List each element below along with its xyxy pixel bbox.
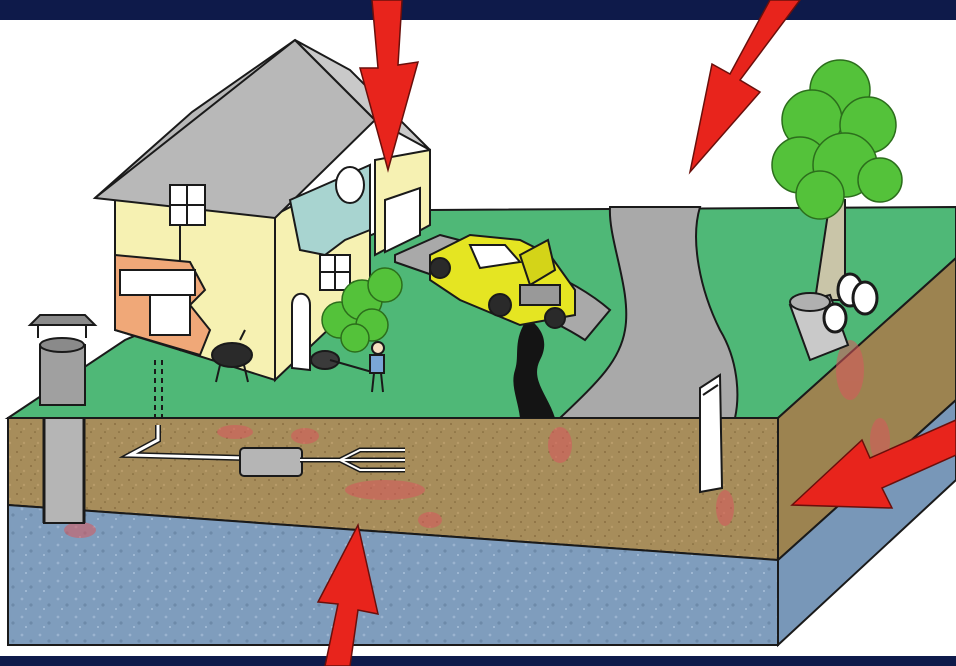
top-frame <box>0 0 956 20</box>
shrub <box>321 267 403 353</box>
kitchen-counter <box>119 269 196 296</box>
arrow-right-side <box>790 419 956 509</box>
discarded-tires <box>822 272 879 334</box>
contamination-plumes <box>64 340 890 538</box>
septic-tank <box>239 447 303 477</box>
arrow-top-road <box>688 0 801 175</box>
oil-leak <box>513 318 555 418</box>
kitchen-cabinet <box>149 294 191 336</box>
house-door <box>291 292 311 372</box>
house-window-upper <box>169 184 206 226</box>
bottom-frame <box>0 656 956 666</box>
water-well <box>27 314 98 524</box>
garage <box>374 148 431 257</box>
gas-grill <box>211 329 253 383</box>
arrow-bottom <box>316 522 379 666</box>
road <box>557 206 739 419</box>
house-window-lower <box>319 254 351 291</box>
arrow-top-house <box>359 0 420 173</box>
septic-system <box>118 360 246 461</box>
bathroom-fixture <box>335 166 365 204</box>
storage-tank <box>699 373 724 494</box>
person-mowing <box>369 341 385 393</box>
leaking-car <box>429 233 576 329</box>
tree <box>771 59 903 301</box>
lawn-mower <box>310 350 373 373</box>
